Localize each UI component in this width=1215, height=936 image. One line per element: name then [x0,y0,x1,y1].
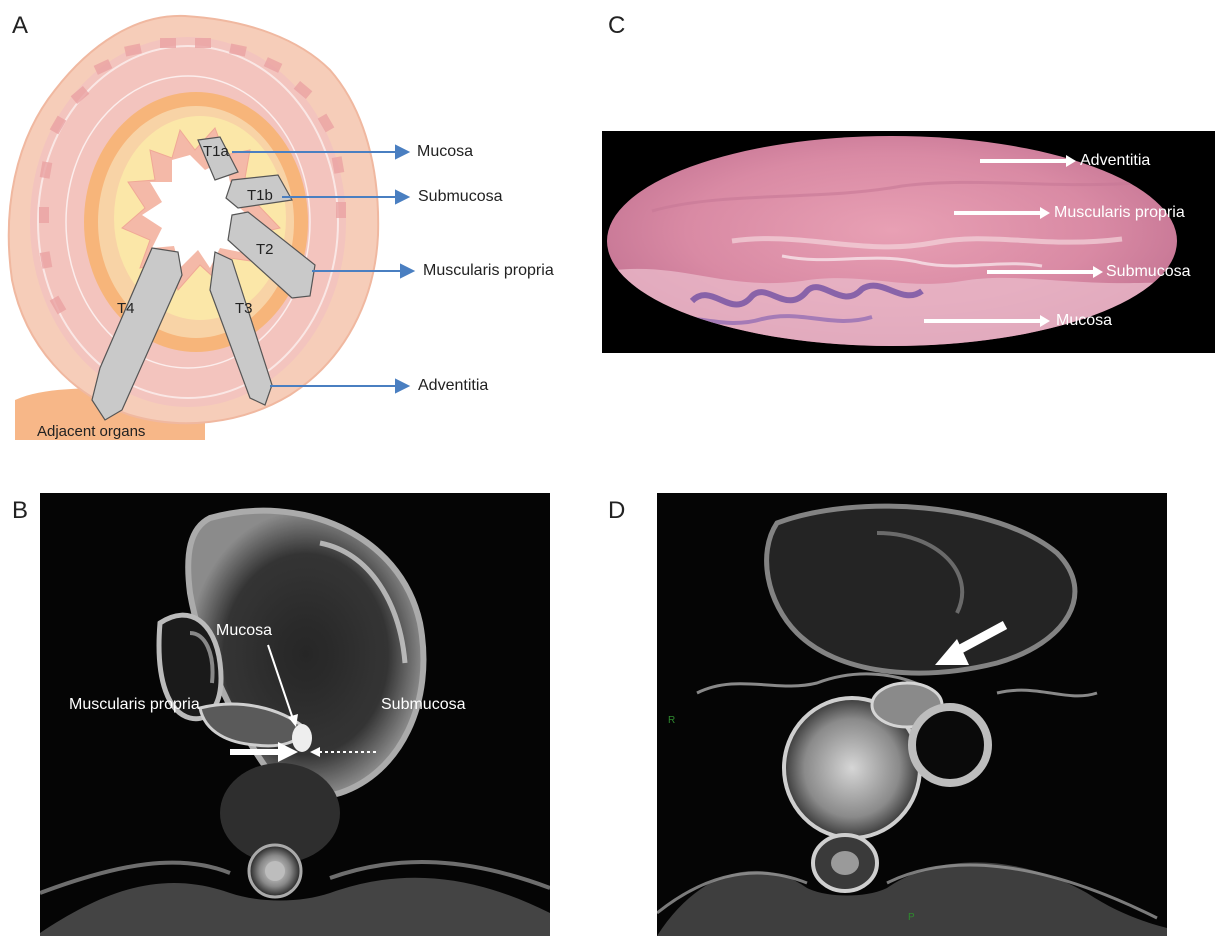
tumor-label-t1b: T1b [247,187,273,204]
histo-label-muscularis: Muscularis propria [1054,204,1185,222]
layer-label-mucosa: Mucosa [417,143,473,161]
panel-d-letter: D [608,497,625,525]
mri-label-muscularis: Muscularis propria [69,696,200,714]
layer-label-muscularis: Muscularis propria [423,262,554,280]
esophagus-diagram [0,0,600,440]
histo-label-mucosa: Mucosa [1056,312,1112,330]
tumor-label-t4: T4 [117,300,135,317]
tumor-label-t3: T3 [235,300,253,317]
tumor-label-t2: T2 [256,241,274,258]
mri-image-d [657,493,1167,936]
mri-image-b [40,493,550,936]
adjacent-organs-label: Adjacent organs [37,423,145,440]
panel-c-letter: C [608,12,625,40]
histo-label-submucosa: Submucosa [1106,263,1191,281]
layer-label-submucosa: Submucosa [418,188,503,206]
mri-marker-right: R [668,715,675,726]
mri-marker-posterior: P [908,912,915,923]
layer-label-adventitia: Adventitia [418,377,488,395]
histo-label-adventitia: Adventitia [1080,152,1150,170]
panel-b-letter: B [12,497,28,525]
mri-label-mucosa: Mucosa [216,622,272,640]
mri-label-submucosa: Submucosa [381,696,466,714]
tumor-label-t1a: T1a [203,143,229,160]
